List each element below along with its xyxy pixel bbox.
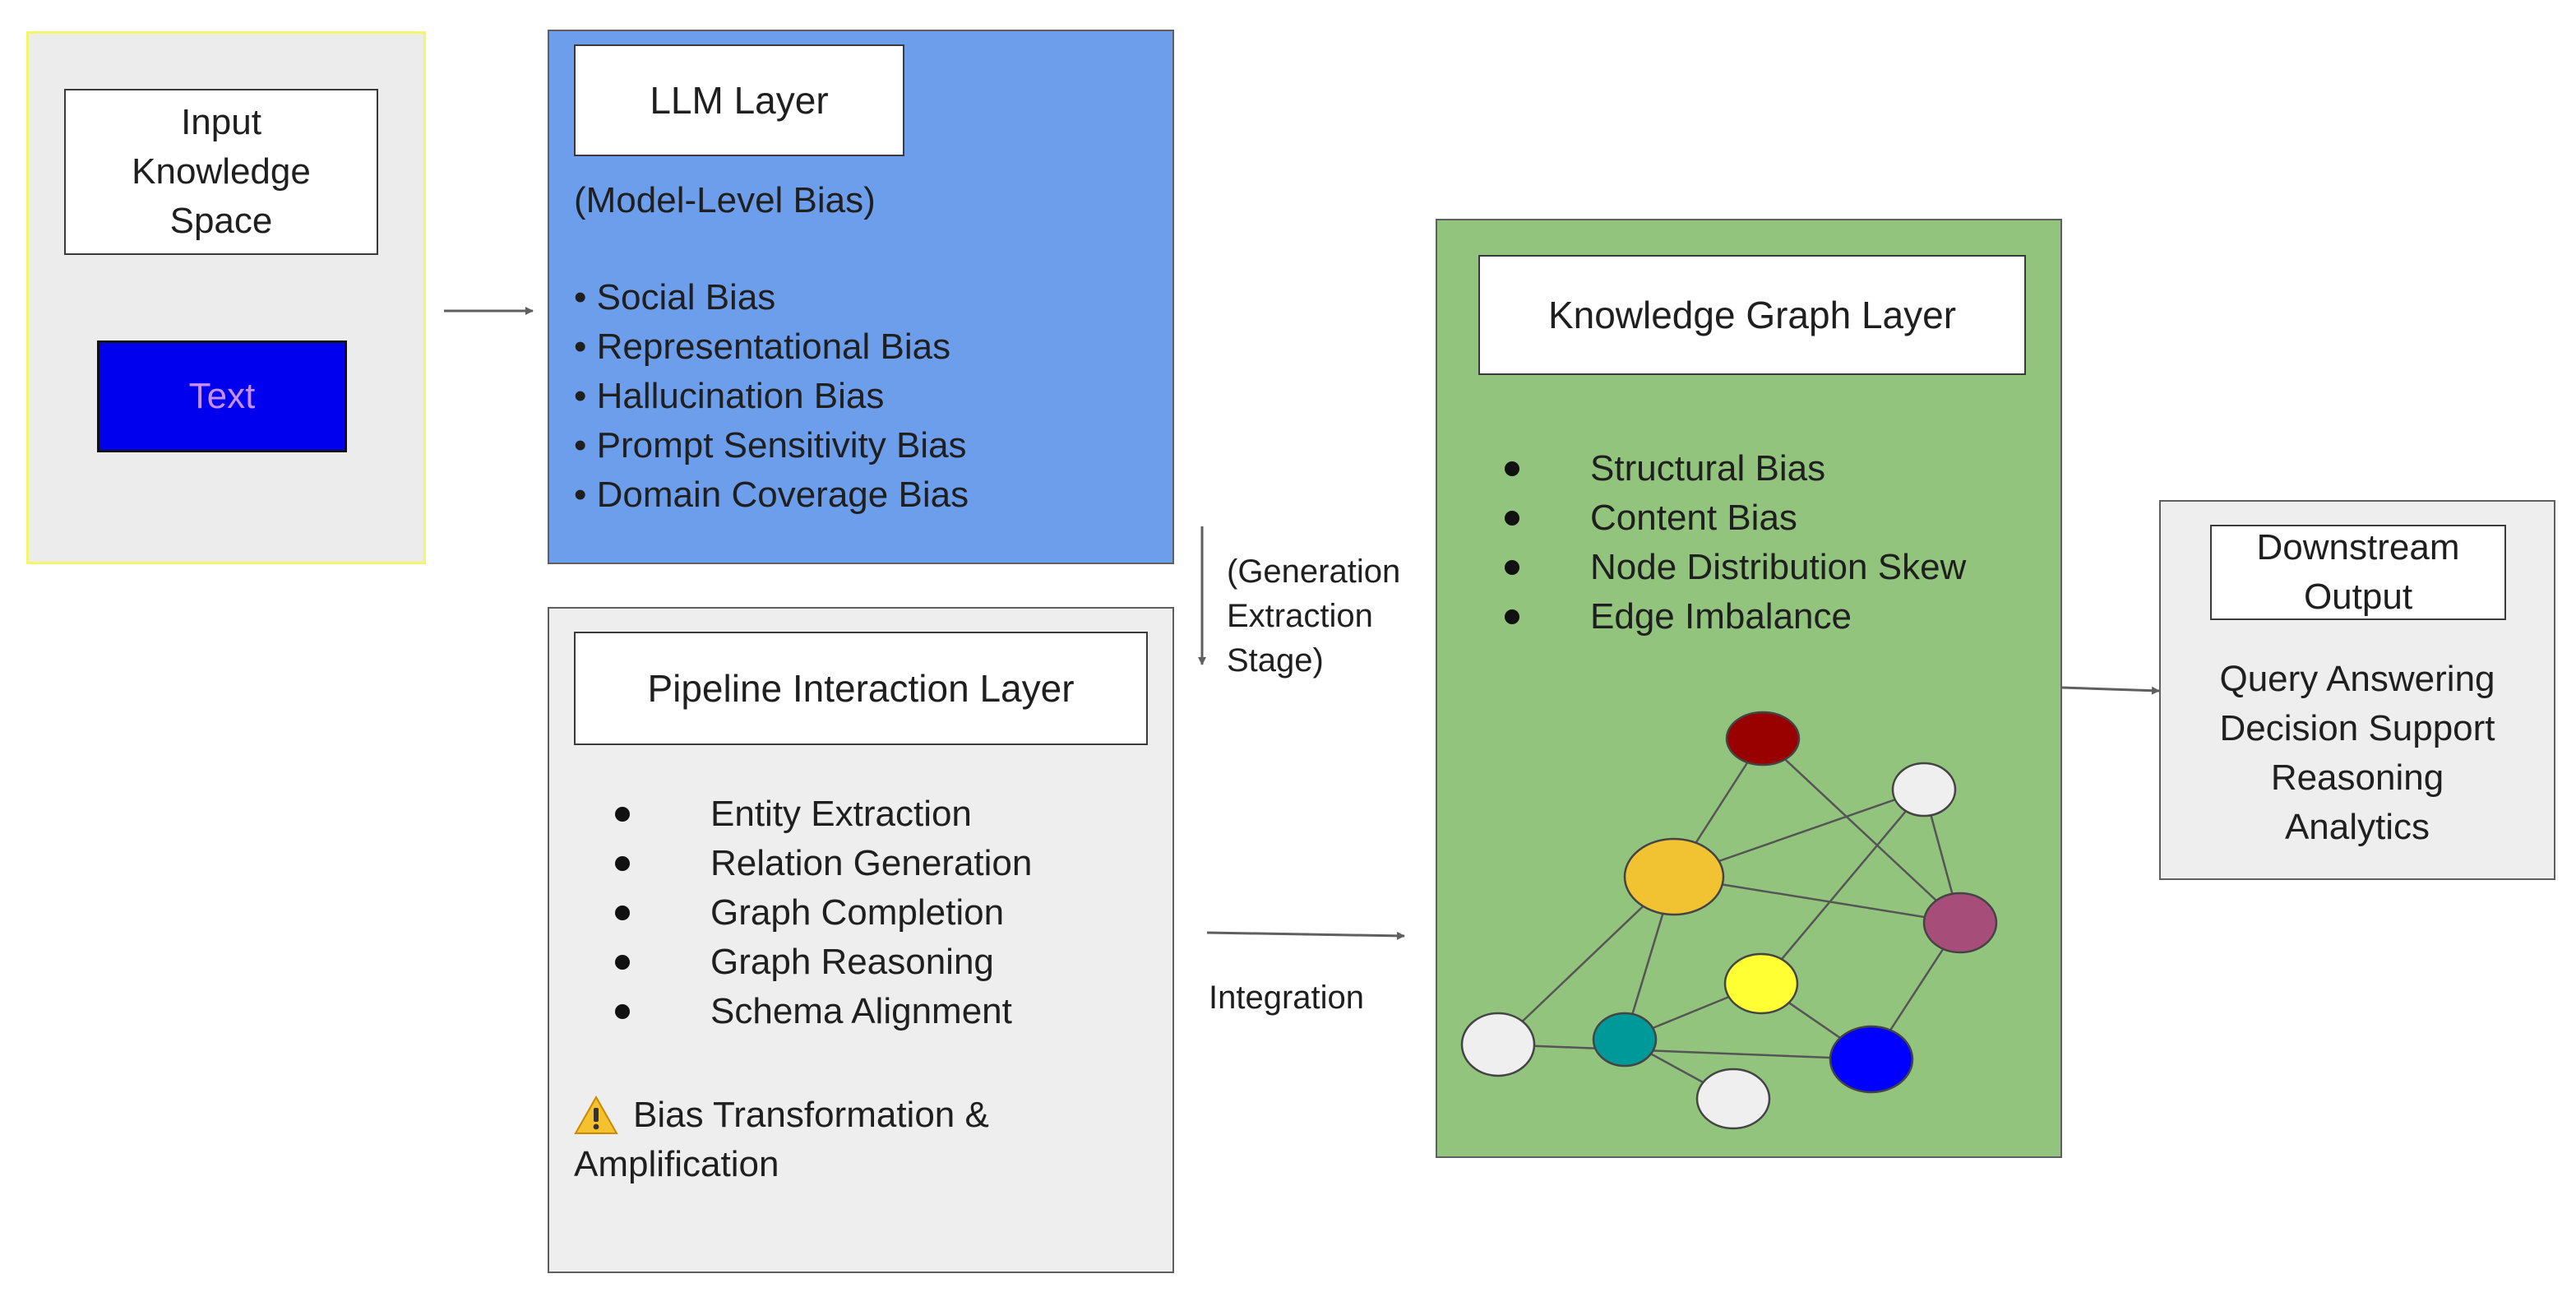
pipeline-layer-title: Pipeline Interaction Layer bbox=[647, 667, 1075, 710]
bullet-icon bbox=[615, 906, 630, 920]
kg-bias-item: Content Bias bbox=[1505, 493, 2047, 543]
llm-bias-item: • Prompt Sensitivity Bias bbox=[574, 425, 967, 466]
kg-bias-label: Structural Bias bbox=[1590, 448, 1826, 489]
graph-node-white bbox=[1695, 1068, 1771, 1130]
kg-bias-list: Structural Bias Content Bias Node Distri… bbox=[1505, 444, 2047, 642]
pipeline-step: Graph Reasoning bbox=[615, 938, 1158, 987]
llm-bias-list: • Social Bias • Representational Bias • … bbox=[574, 273, 1149, 520]
graph-node-teal bbox=[1592, 1012, 1658, 1068]
text-chip: Text bbox=[97, 340, 347, 452]
kg-bias-label: Node Distribution Skew bbox=[1590, 547, 1967, 587]
llm-layer-title-box: LLM Layer bbox=[574, 44, 904, 156]
knowledge-graph-illustration bbox=[1460, 711, 1998, 1130]
llm-layer-subtitle: (Model-Level Bias) bbox=[574, 180, 876, 220]
bullet-icon bbox=[1505, 609, 1519, 624]
llm-bias-item: • Domain Coverage Bias bbox=[574, 475, 969, 515]
pipeline-step: Relation Generation bbox=[615, 839, 1158, 888]
text-chip-label: Text bbox=[188, 376, 256, 416]
integration-label: Integration bbox=[1209, 980, 1365, 1016]
pipeline-step-label: Relation Generation bbox=[710, 843, 1033, 883]
input-knowledge-title-box: Input Knowledge Space bbox=[64, 89, 378, 255]
bias-transformation-note: Bias Transformation & Amplification bbox=[574, 1091, 1149, 1189]
bullet-icon bbox=[615, 807, 630, 822]
bullet-icon bbox=[1505, 461, 1519, 476]
graph-node-white bbox=[1460, 1012, 1536, 1077]
bullet-icon bbox=[1505, 511, 1519, 526]
graph-edge bbox=[1762, 738, 1961, 924]
input-title-line-1: Input bbox=[181, 102, 261, 142]
downstream-output-item: Query Answering bbox=[2219, 659, 2495, 699]
graph-node-dark-red bbox=[1725, 711, 1801, 767]
bullet-icon bbox=[1505, 560, 1519, 575]
note-line-1: Bias Transformation & bbox=[633, 1095, 989, 1135]
warning-icon bbox=[574, 1095, 618, 1134]
downstream-output-list: Query Answering Decision Support Reasoni… bbox=[2159, 655, 2555, 852]
kg-to-output-arrow bbox=[2061, 686, 2160, 695]
pipeline-step-label: Entity Extraction bbox=[710, 794, 972, 834]
knowledge-graph-title-box: Knowledge Graph Layer bbox=[1478, 255, 2026, 375]
pipeline-to-kg-arrow bbox=[1206, 931, 1405, 940]
knowledge-graph-title: Knowledge Graph Layer bbox=[1547, 294, 1957, 336]
pipeline-step-label: Graph Completion bbox=[710, 892, 1005, 933]
note-line-1-row: Bias Transformation & bbox=[574, 1091, 1149, 1140]
downstream-output-item: Decision Support bbox=[2219, 708, 2495, 748]
kg-bias-item: Edge Imbalance bbox=[1505, 592, 2047, 642]
graph-edge bbox=[1497, 1043, 1872, 1061]
pipeline-layer-title-box: Pipeline Interaction Layer bbox=[574, 632, 1148, 745]
bullet-icon bbox=[615, 1004, 630, 1019]
kg-bias-label: Content Bias bbox=[1590, 498, 1797, 538]
downstream-output-item: Reasoning bbox=[2270, 757, 2444, 798]
pipeline-step-list: Entity Extraction Relation Generation Gr… bbox=[615, 790, 1158, 1036]
graph-node-orange bbox=[1623, 837, 1725, 916]
kg-bias-item: Node Distribution Skew bbox=[1505, 543, 2047, 592]
kg-bias-item: Structural Bias bbox=[1505, 444, 2047, 493]
bullet-icon bbox=[615, 955, 630, 970]
graph-node-yellow bbox=[1723, 952, 1799, 1015]
note-line-2: Amplification bbox=[574, 1144, 779, 1184]
graph-node-magenta bbox=[1922, 892, 1998, 954]
graph-edge bbox=[1760, 789, 1925, 984]
llm-layer-title: LLM Layer bbox=[650, 79, 829, 122]
pipeline-step-label: Schema Alignment bbox=[710, 991, 1012, 1031]
pipeline-step: Entity Extraction bbox=[615, 790, 1158, 839]
bullet-icon bbox=[615, 856, 630, 871]
pipeline-step-label: Graph Reasoning bbox=[710, 942, 994, 982]
pipeline-step: Graph Completion bbox=[615, 888, 1158, 938]
input-title-line-2: Knowledge bbox=[132, 151, 311, 192]
downstream-output-item: Analytics bbox=[2284, 807, 2430, 847]
generation-extraction-stage-label: (Generation Extraction Stage) bbox=[1227, 549, 1432, 683]
downstream-output-title-box: Downstream Output bbox=[2210, 525, 2506, 620]
kg-bias-label: Edge Imbalance bbox=[1590, 596, 1852, 637]
input-title-line-3: Space bbox=[169, 201, 273, 241]
downstream-title-line-2: Output bbox=[2303, 577, 2413, 617]
stage-label-line-2: Extraction bbox=[1227, 598, 1373, 634]
llm-bias-item: • Social Bias bbox=[574, 277, 776, 317]
pipeline-step: Schema Alignment bbox=[615, 987, 1158, 1036]
graph-node-blue bbox=[1829, 1025, 1914, 1094]
downstream-title-line-1: Downstream bbox=[2256, 527, 2460, 567]
stage-label-line-1: (Generation bbox=[1227, 554, 1401, 590]
llm-bias-item: • Representational Bias bbox=[574, 327, 951, 367]
graph-nodes bbox=[1460, 711, 1998, 1130]
llm-bias-item: • Hallucination Bias bbox=[574, 376, 885, 416]
stage-label-line-3: Stage) bbox=[1227, 642, 1324, 679]
graph-node-white bbox=[1891, 762, 1957, 818]
